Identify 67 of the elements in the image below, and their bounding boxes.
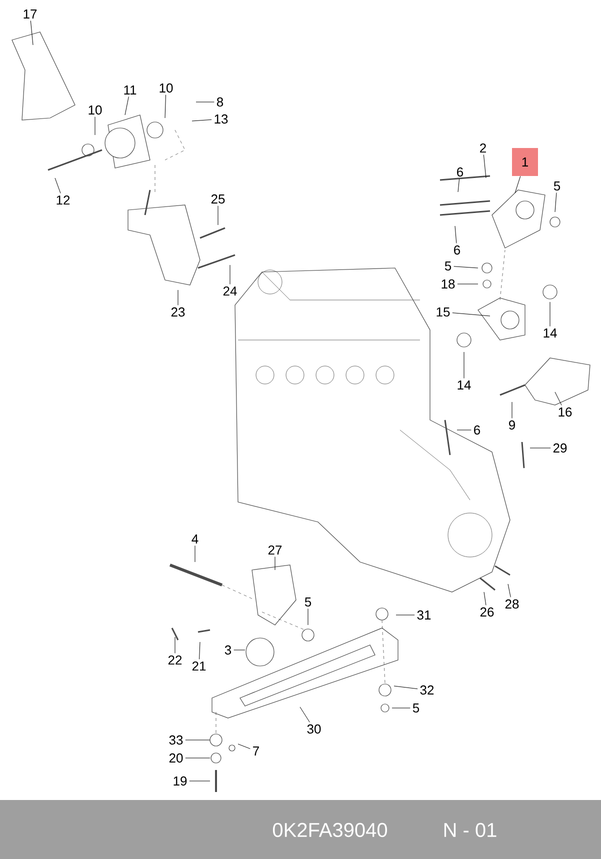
leader-line — [124, 96, 129, 116]
leader-line — [164, 94, 166, 118]
callout-number: 18 — [442, 279, 455, 289]
callout-number: 17 — [24, 10, 37, 18]
leader-line — [189, 780, 210, 782]
leader-line — [484, 592, 486, 606]
callout-number: 21 — [192, 661, 206, 671]
leader-line — [483, 154, 486, 178]
callout-number: 6 — [457, 167, 464, 177]
callout-number: 30 — [307, 724, 321, 734]
callout-number: 2 — [480, 143, 486, 153]
callout-number: 23 — [171, 307, 185, 317]
callout-number: 32 — [420, 685, 434, 695]
leader-line — [192, 119, 212, 122]
leader-line — [174, 636, 176, 654]
callout-number: 1 — [512, 148, 538, 176]
leader-line — [94, 116, 96, 136]
callout-number: 22 — [168, 655, 182, 665]
callout-number: 10 — [160, 83, 173, 93]
callout-number: 14 — [458, 380, 471, 390]
callout-number: 16 — [558, 407, 572, 417]
leader-line — [199, 642, 200, 660]
leader-line — [394, 686, 418, 690]
callout-number: 7 — [253, 746, 259, 756]
callout-number: 33 — [169, 735, 183, 745]
callout-number: 25 — [211, 194, 225, 204]
callout-number: 14 — [544, 328, 557, 338]
leader-line — [554, 192, 557, 212]
leader-line — [454, 266, 478, 268]
leader-line — [452, 312, 490, 316]
leader-line — [300, 706, 310, 722]
callout-number: 19 — [174, 776, 187, 786]
callout-number: 20 — [169, 753, 183, 763]
callout-number: 27 — [268, 545, 282, 555]
footer-text: N - 01 — [444, 822, 496, 838]
callout-number: 31 — [417, 610, 431, 620]
leader-line — [508, 584, 511, 598]
leader-line — [454, 226, 457, 244]
callout-number: 6 — [454, 245, 460, 255]
callout-number: 11 — [124, 86, 136, 94]
footer-text: 0K2FA39040 — [272, 822, 388, 838]
callout-number: 5 — [412, 703, 420, 713]
leader-line — [396, 614, 415, 616]
leader-line — [30, 20, 34, 46]
callout-number: 5 — [444, 261, 452, 271]
callout-number: 29 — [553, 443, 567, 453]
callout-number: 12 — [56, 195, 70, 205]
callout-number: 15 — [436, 307, 450, 317]
callout-number: 26 — [480, 607, 494, 617]
leader-line — [554, 392, 562, 406]
callout-number: 8 — [216, 97, 224, 107]
callout-number: 24 — [223, 286, 237, 296]
leader-line — [514, 176, 521, 194]
callout-number: 5 — [554, 181, 560, 191]
callout-number: 28 — [505, 599, 519, 609]
callout-number: 3 — [224, 645, 232, 655]
leader-line — [194, 545, 196, 562]
leader-line — [458, 178, 460, 192]
callout-number: 5 — [304, 597, 312, 607]
callout-number: 9 — [509, 420, 515, 430]
leader-line — [54, 178, 61, 194]
leader-line — [238, 744, 250, 749]
callout-number: 6 — [474, 425, 480, 435]
callout-number: 13 — [214, 114, 228, 124]
callout-number: 4 — [192, 534, 198, 544]
callout-number: 10 — [88, 105, 102, 115]
leader-line — [274, 556, 276, 570]
